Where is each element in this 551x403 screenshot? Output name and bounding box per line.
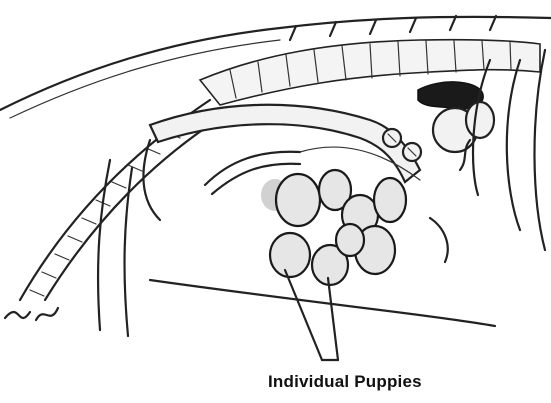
ribs	[473, 50, 545, 250]
puppy-group	[261, 170, 406, 285]
puppy	[270, 233, 310, 277]
puppy	[336, 224, 364, 256]
colon	[150, 105, 420, 182]
hind-leg-outline	[98, 140, 160, 336]
puppy	[374, 178, 406, 222]
diagram-label: Individual Puppies	[268, 372, 508, 392]
kidney	[418, 82, 494, 170]
puppy	[276, 174, 320, 226]
